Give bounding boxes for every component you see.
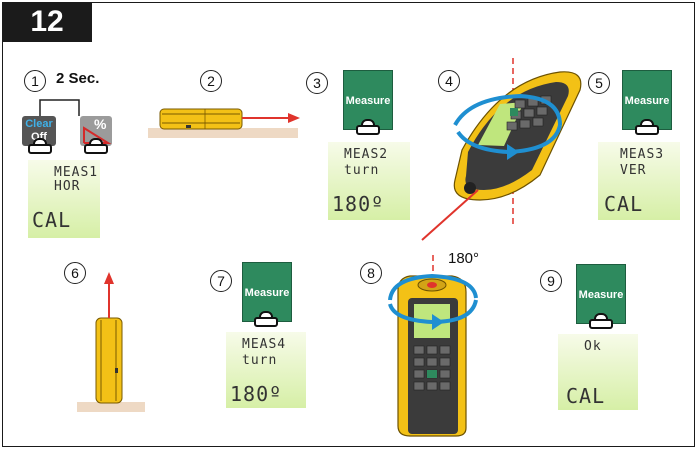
lcd-display-step9: Ok CAL xyxy=(558,334,638,410)
step-number-2: 2 xyxy=(200,70,222,92)
step-number-5: 5 xyxy=(588,72,610,94)
step-number-6: 6 xyxy=(64,262,86,284)
lcd-big-text: CAL xyxy=(604,192,644,216)
step-number-9: 9 xyxy=(540,270,562,292)
lcd-big-text: CAL xyxy=(32,208,72,232)
lcd-display-step3: MEAS2 turn 180º xyxy=(328,142,410,220)
step-number-7: 7 xyxy=(210,270,232,292)
lcd-big-text: 180º xyxy=(332,192,385,216)
lcd-line2: VER xyxy=(620,163,647,178)
measure-button-step7: Measure xyxy=(242,262,292,322)
lcd-line1: MEAS1 xyxy=(54,165,99,180)
step-number-1: 1 xyxy=(24,70,46,92)
clear-key-label: Clear xyxy=(25,118,53,130)
lcd-line1: MEAS2 xyxy=(344,147,389,162)
lcd-display-step5: MEAS3 VER CAL xyxy=(598,142,680,220)
lcd-display-step7: MEAS4 turn 180º xyxy=(226,332,306,408)
measure-button-step9: Measure xyxy=(576,264,626,324)
lcd-line1: MEAS3 xyxy=(620,147,665,162)
lcd-big-text: CAL xyxy=(566,384,606,408)
step-number-3: 3 xyxy=(306,72,328,94)
hold-duration-label: 2 Sec. xyxy=(56,70,100,87)
lcd-line1: MEAS4 xyxy=(242,337,287,352)
step-number-4: 4 xyxy=(438,70,460,92)
lcd-big-text: 180º xyxy=(230,382,283,406)
lcd-line2: turn xyxy=(242,353,278,368)
lcd-line2: HOR xyxy=(54,179,81,194)
percent-key-label: % xyxy=(94,116,107,132)
lcd-line2: turn xyxy=(344,163,380,178)
lcd-display-step1: MEAS1 HOR CAL xyxy=(28,160,100,238)
lcd-line1: Ok xyxy=(584,339,602,354)
figure-number-badge: 12 xyxy=(2,2,92,42)
step-number-8: 8 xyxy=(360,262,382,284)
rotation-angle-label: 180° xyxy=(448,250,480,267)
